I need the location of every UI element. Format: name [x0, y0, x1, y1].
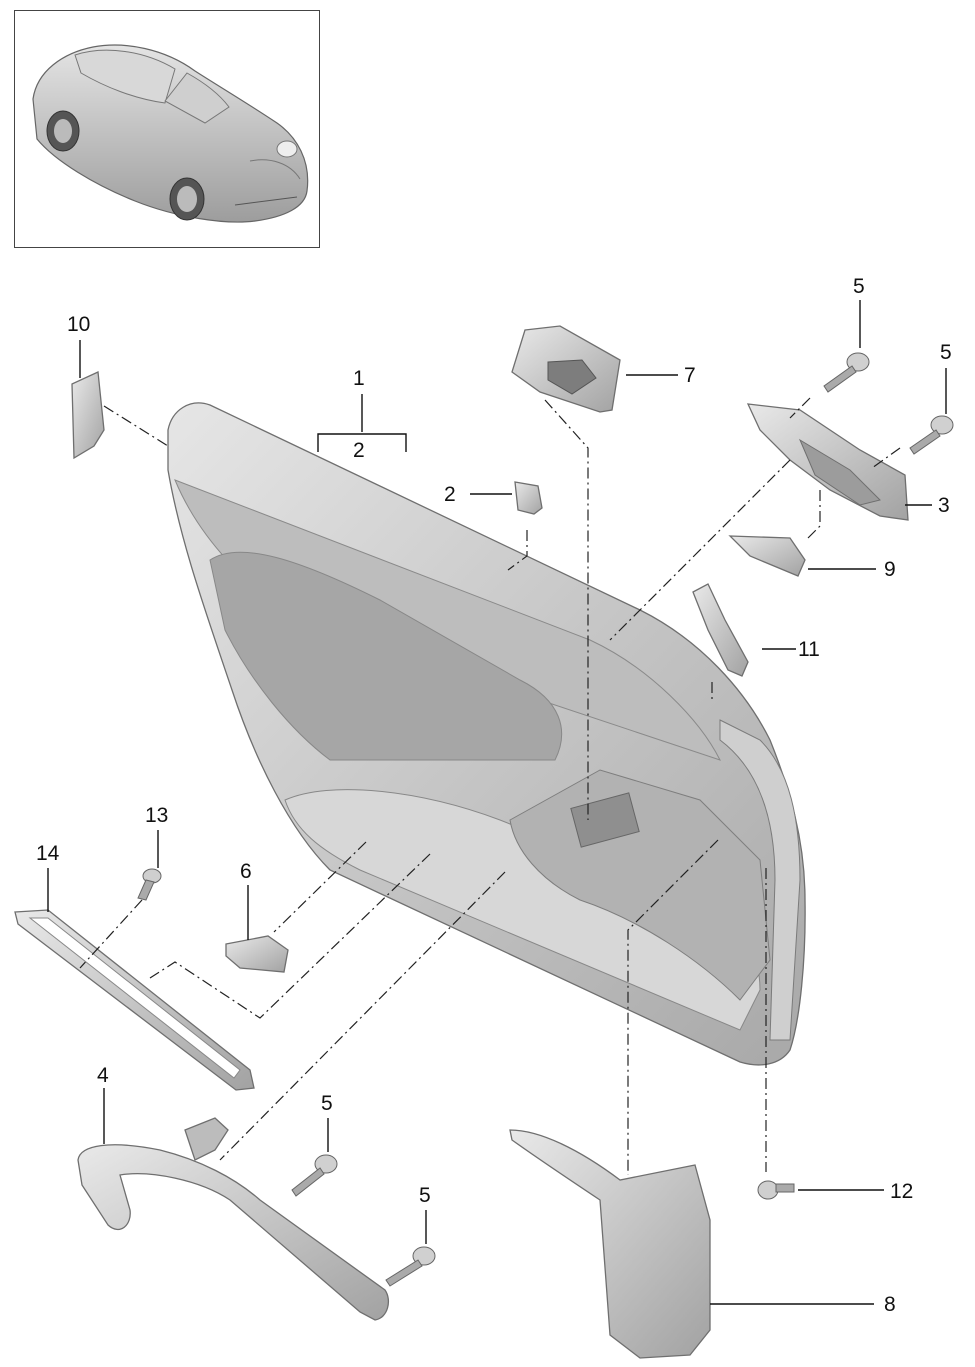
side-pocket-trim: [509, 1129, 711, 1359]
assembly-lines: [79, 397, 901, 1175]
clip-screw: [757, 1180, 795, 1200]
grab-handle: [77, 1117, 389, 1321]
callout-13: 13: [145, 804, 168, 827]
callout-2-bracket: 2: [353, 439, 365, 462]
bolt: [137, 868, 162, 901]
switch-housing: [225, 935, 289, 973]
screw-d: [385, 1246, 436, 1287]
frame-trim: [14, 909, 255, 1091]
callout-14: 14: [36, 842, 60, 865]
callout-4: 4: [97, 1064, 109, 1087]
callout-7: 7: [684, 364, 696, 387]
callout-8: 8: [884, 1293, 896, 1316]
retaining-clip: [514, 481, 543, 515]
callout-5-bottom: 5: [419, 1184, 431, 1207]
vehicle-thumbnail-frame: [14, 10, 320, 248]
trim-strip: [728, 535, 806, 577]
callout-5-right: 5: [940, 341, 952, 364]
callout-10: 10: [67, 313, 90, 336]
switch-trim-frame: [511, 325, 621, 413]
corner-trim: [692, 583, 749, 677]
callout-11: 11: [798, 638, 820, 661]
car-thumbnail-icon: [32, 44, 309, 223]
callout-1: 1: [353, 367, 365, 390]
screw-b: [909, 415, 954, 455]
callout-5-top: 5: [853, 275, 865, 298]
callout-9: 9: [884, 558, 896, 581]
callout-12: 12: [890, 1180, 913, 1203]
callout-6: 6: [240, 860, 252, 883]
callout-5-handle: 5: [321, 1092, 333, 1115]
leader-lines: [47, 300, 947, 1305]
screw-a: [823, 352, 870, 393]
end-cap: [71, 371, 105, 460]
mounting-bracket: [746, 403, 909, 521]
callout-2-clip: 2: [444, 483, 456, 506]
callout-labels: 1 2 2 5 5 3 7 9 11 10 12 13 14 6 4 5 5 8: [36, 275, 952, 1316]
callout-3: 3: [938, 494, 950, 517]
door-trim-panel: [167, 402, 806, 1066]
screw-c: [291, 1154, 338, 1197]
